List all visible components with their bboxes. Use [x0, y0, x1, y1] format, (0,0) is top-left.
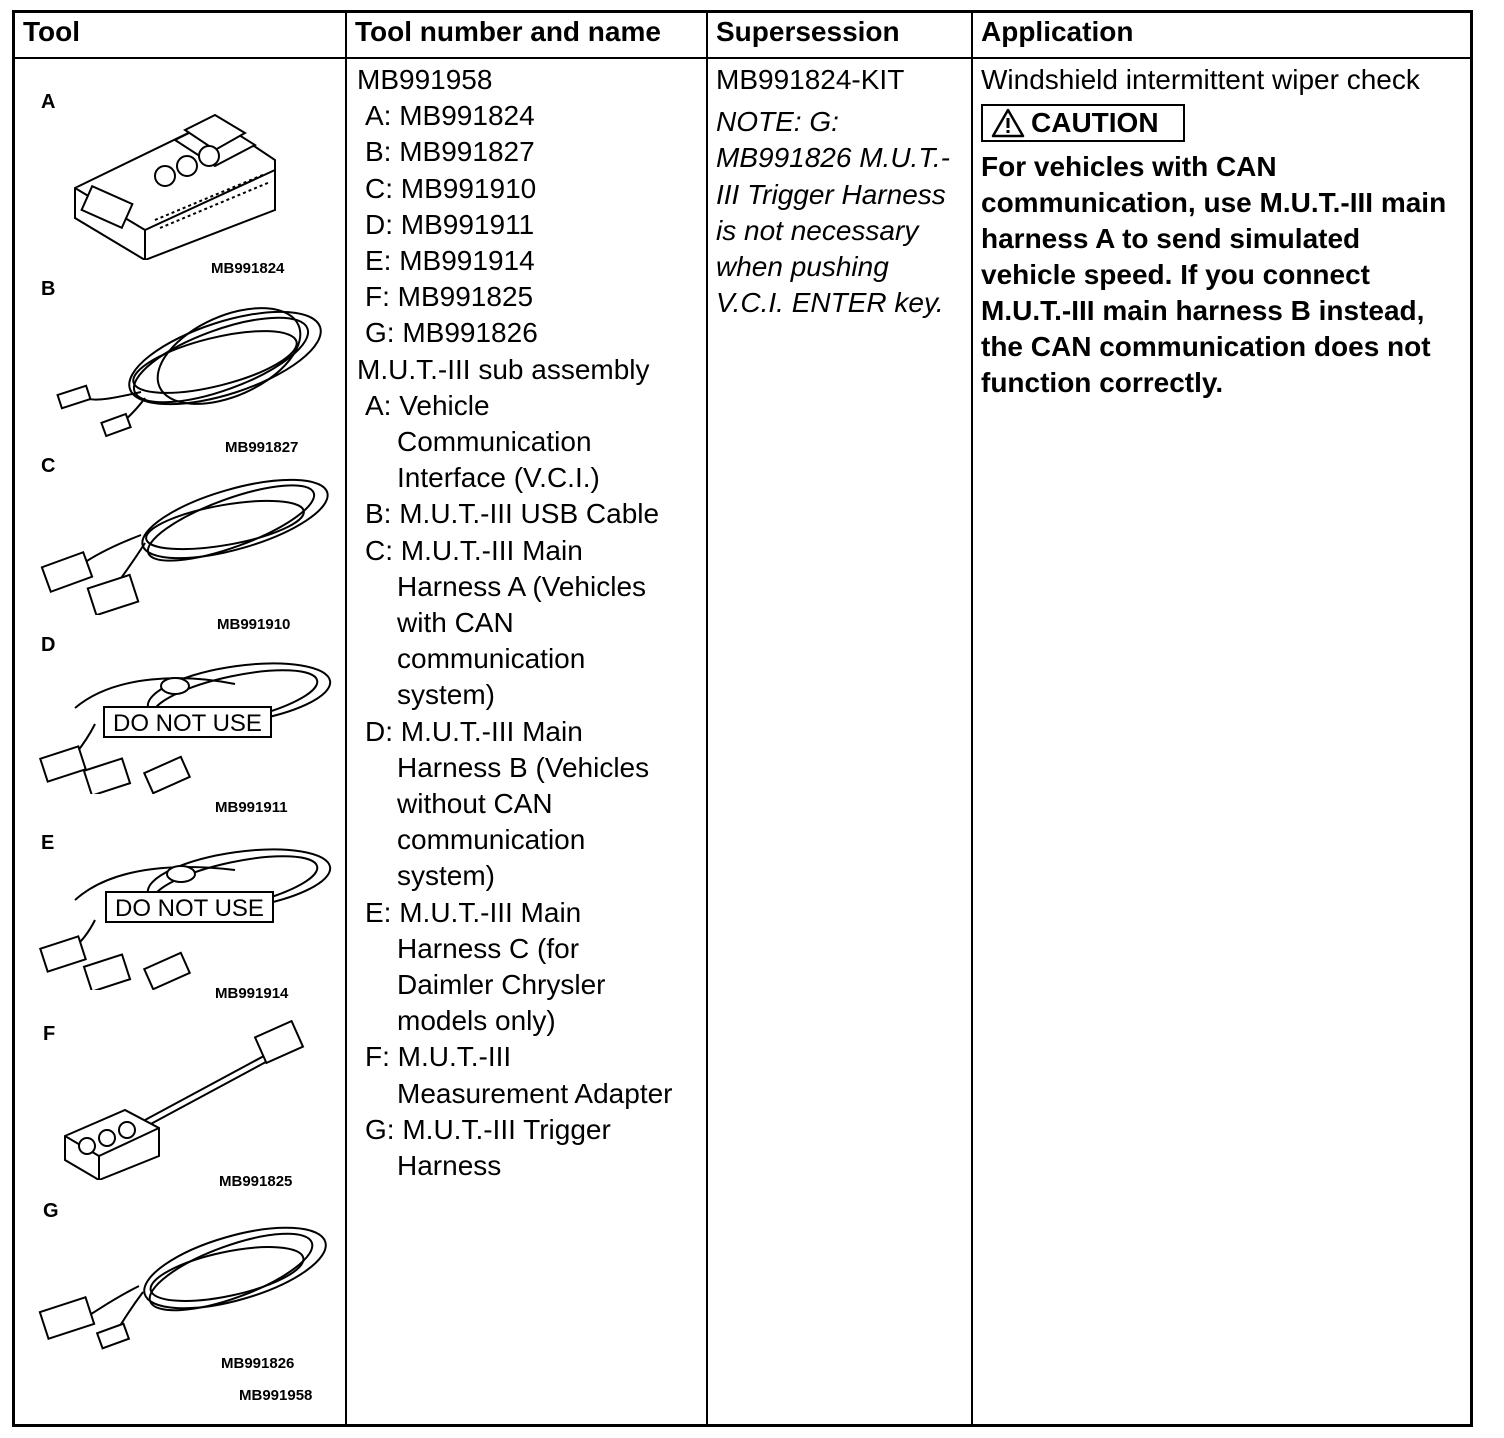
tool-number-line: A: Vehicle	[365, 389, 490, 421]
tool-part-f: MB991825	[219, 1173, 293, 1190]
measurement-adapter-illustration	[64, 1020, 305, 1180]
tool-number-line: MB991958	[357, 64, 493, 95]
tool-number-line: M.U.T.-III sub assembly	[357, 353, 650, 385]
column-divider	[971, 13, 973, 1424]
tool-number-line: G: MB991826	[365, 317, 538, 349]
special-tools-table: Tool Tool number and name Supersession A…	[12, 10, 1473, 1427]
tool-letter-d: D	[41, 634, 56, 656]
supersession-note: NOTE: G: MB991826 M.U.T.-III Trigger Har…	[716, 106, 950, 319]
tool-number-line: G: M.U.T.-III Trigger	[365, 1113, 611, 1145]
tool-number-line: communication	[397, 643, 586, 675]
warning-triangle-icon	[991, 108, 1025, 138]
tool-number-line: Communication	[397, 426, 592, 458]
tool-part-d: MB991911	[215, 799, 288, 816]
tool-number-line: models only)	[397, 1005, 556, 1037]
header-tool: Tool	[23, 16, 81, 47]
tool-illustrations-cell: A MB991824 B	[15, 60, 345, 1424]
do-not-use-badge-d: DO NOT USE	[103, 706, 272, 738]
tool-number-line: Harness A (Vehicles	[397, 570, 647, 602]
tool-number-line: F: M.U.T.-III	[365, 1041, 512, 1073]
tool-number-line: A: MB991824	[365, 100, 535, 132]
tool-number-line: Harness	[397, 1150, 502, 1182]
vci-device-illustration	[74, 113, 276, 260]
tool-number-line: C: M.U.T.-III Main	[365, 534, 583, 566]
tool-number-line: E: MB991914	[365, 245, 535, 277]
tool-number-line: without CAN	[397, 788, 553, 820]
tool-letter-a: A	[41, 91, 56, 113]
column-divider	[345, 13, 347, 1424]
tool-number-line: Interface (V.C.I.)	[397, 462, 600, 494]
application-text: Windshield intermittent wiper check	[981, 64, 1420, 95]
trigger-harness-illustration	[38, 1226, 327, 1350]
tool-part-c: MB991910	[217, 616, 291, 633]
header-divider	[15, 57, 1470, 59]
tool-part-g: MB991826	[221, 1355, 295, 1372]
tool-set-part: MB991958	[239, 1387, 313, 1404]
main-harness-a-illustration	[40, 478, 329, 615]
tool-letter-c: C	[41, 455, 56, 477]
tool-number-line: E: M.U.T.-III Main	[365, 896, 582, 928]
header-tool-number: Tool number and name	[355, 16, 661, 47]
tool-number-line: Harness B (Vehicles	[397, 751, 650, 783]
tool-number-line: system)	[397, 679, 495, 711]
tool-number-line: B: M.U.T.-III USB Cable	[365, 498, 660, 530]
caution-label: CAUTION	[1031, 107, 1159, 139]
caution-text: For vehicles with CAN communication, use…	[981, 151, 1447, 399]
caution-box: CAUTION	[981, 104, 1185, 143]
tool-number-cell: MB991958 A: MB991824 B: MB991827 C: MB99…	[357, 60, 706, 1424]
tool-number-line: D: M.U.T.-III Main	[365, 715, 583, 747]
tool-part-e: MB991914	[215, 985, 289, 1002]
header-supersession: Supersession	[716, 16, 900, 47]
tool-number-line: B: MB991827	[365, 136, 535, 168]
do-not-use-badge-e: DO NOT USE	[105, 891, 274, 923]
tool-number-line: F: MB991825	[365, 281, 534, 313]
tool-number-line: Daimler Chrysler	[397, 969, 606, 1001]
tool-number-line: C: MB991910	[365, 172, 537, 204]
application-cell: Windshield intermittent wiper check CAUT…	[973, 60, 1473, 1424]
tool-number-line: Harness C (for	[397, 932, 580, 964]
tool-number-line: communication	[397, 824, 586, 856]
supersession-cell: MB991824-KIT NOTE: G: MB991826 M.U.T.-II…	[708, 60, 971, 1424]
tool-number-line: Measurement Adapter	[397, 1077, 673, 1109]
tool-part-a: MB991824	[211, 260, 285, 277]
tool-number-line: with CAN	[397, 607, 514, 639]
supersession-kit: MB991824-KIT	[716, 64, 905, 95]
tool-number-line: D: MB991911	[365, 208, 535, 240]
column-divider	[706, 13, 708, 1424]
header-application: Application	[981, 16, 1134, 47]
tool-letter-b: B	[41, 278, 56, 300]
tool-part-b: MB991827	[225, 439, 299, 456]
main-harness-b-illustration	[39, 662, 332, 794]
tool-letter-g: G	[43, 1200, 59, 1222]
tool-number-line: system)	[397, 860, 495, 892]
usb-cable-illustration	[56, 307, 322, 438]
tool-letter-e: E	[41, 832, 55, 854]
tool-letter-f: F	[43, 1023, 56, 1045]
